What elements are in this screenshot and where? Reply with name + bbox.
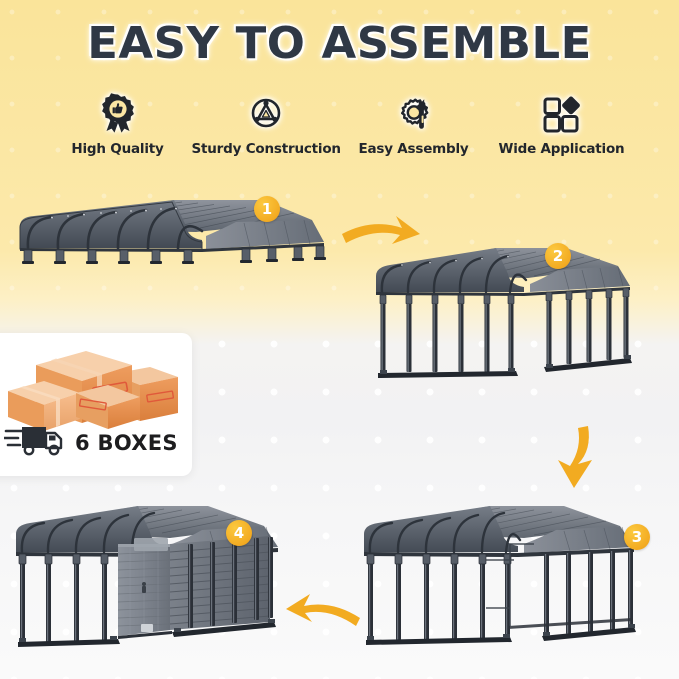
feature-easy-assembly: Easy Assembly (340, 92, 488, 157)
illustration-step-4 (12, 500, 312, 667)
step-badge-3: 3 (624, 524, 650, 550)
arrow-step3-to-step4 (282, 584, 364, 639)
feature-wide-application: Wide Application (488, 92, 636, 157)
quality-badge-icon (44, 92, 192, 136)
feature-label: High Quality (71, 141, 164, 157)
feature-label: Easy Assembly (358, 141, 469, 157)
triangle-in-circle-icon (192, 92, 340, 136)
shipping-info-card: 6 BOXES (0, 333, 192, 476)
step-badge-2: 2 (545, 243, 571, 269)
illustration-step-3 (358, 500, 678, 660)
feature-label: Sturdy Construction (191, 141, 342, 157)
gear-wrench-icon (340, 92, 488, 136)
page-title: EASY TO ASSEMBLE (87, 18, 592, 69)
feature-sturdy-construction: Sturdy Construction (191, 92, 342, 157)
step-badge-4: 4 (226, 520, 252, 546)
boxes-count-label: 6 BOXES (75, 430, 178, 455)
four-squares-icon (488, 92, 636, 136)
illustration-step-1 (6, 186, 336, 273)
delivery-truck-icon (2, 423, 66, 462)
feature-list: High Quality Sturdy Construction (0, 92, 679, 157)
feature-high-quality: High Quality (44, 92, 192, 157)
step-badge-1: 1 (254, 196, 280, 222)
feature-label: Wide Application (498, 141, 625, 157)
arrow-step2-to-step3 (548, 424, 618, 503)
shipping-row: 6 BOXES (2, 423, 178, 462)
arrow-step1-to-step2 (338, 212, 424, 275)
